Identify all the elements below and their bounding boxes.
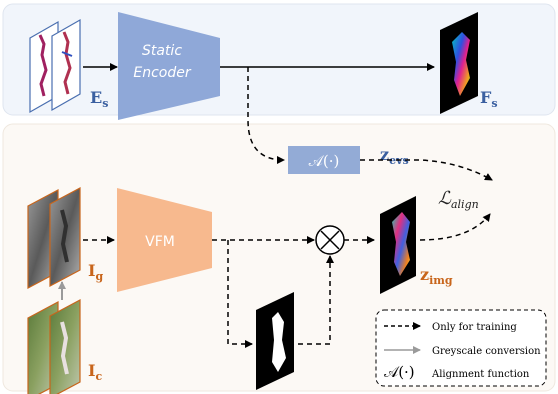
arrow-mask-multiply [298, 255, 334, 345]
color-frames [27, 299, 81, 394]
align-function-label: 𝒜(·) [309, 152, 340, 170]
loss-label: ℒalign [438, 188, 479, 211]
color-label: Ic [88, 361, 102, 383]
grey-label: Ig [88, 261, 103, 283]
arrow-align-to-loss [360, 159, 493, 181]
legend-symbol: 𝒜(·) [384, 363, 415, 381]
zimg-label: zimg [420, 265, 453, 287]
event-frames [29, 18, 81, 114]
image-feature-map [380, 196, 416, 294]
encoder-label-line2: Encoder [133, 65, 191, 81]
arrow-to-mask [227, 240, 253, 348]
arrow-to-align-fn [247, 67, 285, 164]
static-feature-map [440, 12, 478, 114]
vfm-block [117, 188, 212, 292]
align-function-box [288, 146, 360, 174]
legend-align-text: Alignment function [431, 369, 530, 380]
legend-training-text: Only for training [432, 322, 517, 333]
mask-image [256, 292, 294, 390]
features-label: Fs [480, 88, 498, 110]
events-label: Es [90, 88, 108, 110]
vfm-label: VFM [145, 234, 175, 250]
greyscale-frames [27, 187, 81, 289]
static-encoder-block [118, 12, 220, 120]
legend-greyscale-text: Greyscale conversion [432, 346, 541, 357]
encoder-label-line1: Static [142, 43, 182, 59]
